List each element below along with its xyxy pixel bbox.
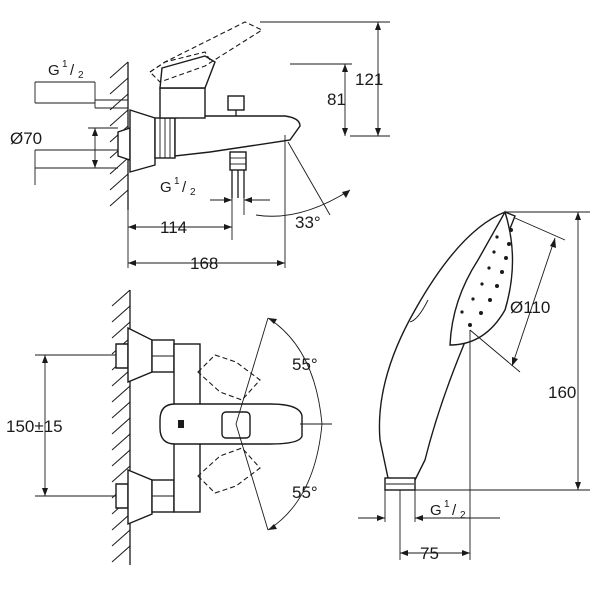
dim-shower-width: 75: [400, 544, 470, 563]
dim-shower-diameter: Ø110: [469, 217, 566, 373]
dim-angle-down: 55°: [267, 423, 323, 531]
shower-width-label: 75: [420, 544, 439, 563]
side-mixer-body: [117, 55, 301, 198]
depth-168-label: 168: [190, 254, 218, 273]
dim-angle-33: 33°: [255, 189, 351, 232]
dim-thread-bottom: G 1 / 2: [160, 176, 270, 203]
thread-top-sub: 2: [78, 70, 84, 81]
dim-height-81: 81: [327, 64, 348, 136]
shower-thread-g: G: [430, 502, 442, 519]
dim-centres: 150±15: [6, 355, 63, 496]
diameter-label: Ø70: [10, 129, 42, 148]
svg-text:/: /: [452, 502, 457, 519]
side-lever-ghost: [149, 21, 264, 83]
angle-33-label: 33°: [295, 213, 321, 232]
angle-down-label: 55°: [292, 483, 318, 502]
hand-shower-body: [378, 210, 516, 491]
height-81-label: 81: [327, 90, 346, 109]
dim-diameter-70: Ø70: [10, 128, 118, 185]
spray-nozzles: [460, 228, 513, 327]
shower-length-label: 160: [548, 383, 576, 402]
dim-depth-114: 114: [128, 218, 232, 237]
depth-114-label: 114: [160, 218, 187, 237]
centres-label: 150±15: [6, 417, 63, 436]
dim-shower-length: 160: [548, 212, 581, 490]
thread-bottom-sup: 1: [174, 176, 180, 187]
side-view: G 1 / 2 Ø70 81 121: [10, 21, 390, 273]
dim-thread-top: G 1 / 2: [34, 59, 96, 108]
shower-diameter-label: Ø110: [510, 298, 550, 317]
svg-text:/: /: [70, 62, 75, 79]
shower-thread-sub: 2: [460, 510, 466, 521]
dim-height-121: 121: [355, 22, 383, 136]
shower-thread-sup: 1: [444, 499, 450, 510]
angle-up-label: 55°: [292, 355, 318, 374]
thread-top-g: G: [48, 62, 60, 79]
thread-bottom-g: G: [160, 179, 172, 196]
thread-top-sup: 1: [62, 59, 68, 70]
dim-shower-thread: G 1 / 2: [358, 499, 500, 521]
thread-bottom-sub: 2: [190, 187, 196, 198]
front-view: 150±15 55° 55°: [6, 289, 332, 565]
front-lever-ghosts: [197, 354, 261, 494]
front-mixer-body: [115, 326, 303, 526]
svg-text:/: /: [182, 179, 187, 196]
height-121-label: 121: [355, 70, 383, 89]
dim-depth-168: 168: [128, 254, 285, 273]
hand-shower: Ø110 160 G 1 / 2 75: [358, 210, 590, 563]
dim-angle-up: 55°: [267, 317, 323, 425]
